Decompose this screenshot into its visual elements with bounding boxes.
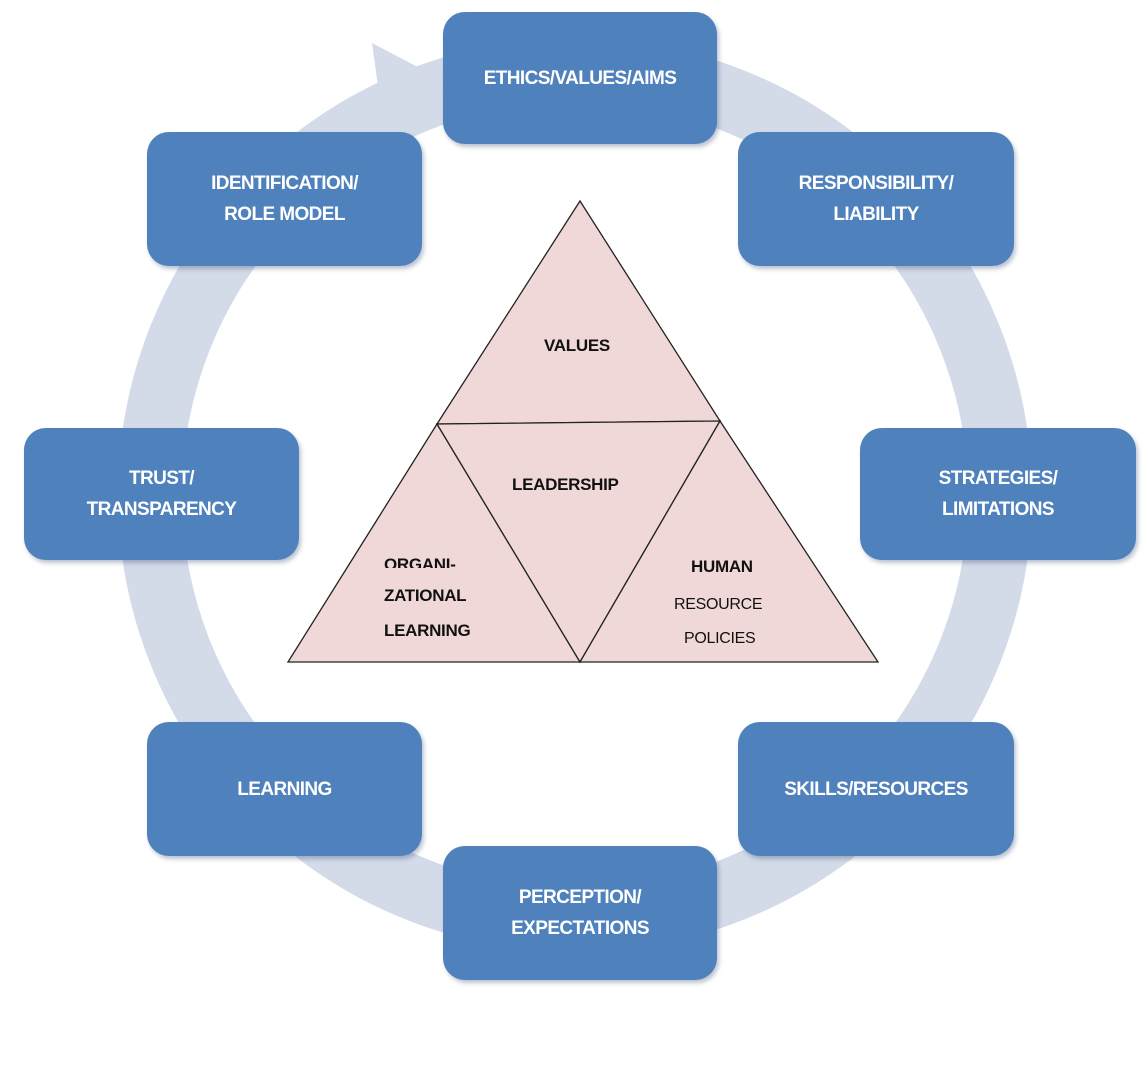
box-responsibility-label-line1: RESPONSIBILITY/ [798,173,954,194]
triangle-leadership-label: LEADERSHIP [512,475,619,494]
triangle-hr-policies-section [578,419,880,663]
box-responsibility-liability: RESPONSIBILITY/ LIABILITY [738,132,1014,266]
box-identification-label-line1: IDENTIFICATION/ [211,173,358,194]
cycle-arrowhead [372,43,452,129]
triangle-org-learning-line1: ORGANI- [384,556,456,568]
box-trust-transparency: TRUST/ TRANSPARENCY [24,428,299,560]
triangle-org-learning-line3: LEARNING [384,621,471,640]
triangle-values-label: VALUES [544,336,610,355]
box-perception-label-line1: PERCEPTION/ [518,887,642,908]
triangle-values-section [435,199,722,425]
box-strategies-limitations: STRATEGIES/ LIMITATIONS [860,428,1136,560]
box-perception-label-line2: EXPECTATIONS [511,918,649,939]
box-learning: LEARNING [147,722,422,856]
triangle-hr-policies-line1: HUMAN [691,557,753,576]
box-learning-label: LEARNING [237,778,332,800]
box-skills-resources: SKILLS/RESOURCES [738,722,1014,856]
triangle-hr-policies-line3: POLICIES [684,631,756,646]
triangle-org-learning-line2: ZATIONAL [384,586,467,605]
box-strategies-label-line2: LIMITATIONS [942,499,1055,520]
box-trust-label-line1: TRUST/ [128,468,195,489]
box-skills-label: SKILLS/RESOURCES [784,778,968,800]
box-responsibility-label-line2: LIABILITY [833,204,919,225]
box-identification-label-line2: ROLE MODEL [224,204,345,225]
box-ethics-values-aims: ETHICS/VALUES/AIMS [443,12,717,144]
box-trust-label-line2: TRANSPARENCY [86,499,237,520]
triangle-hr-policies-line2: RESOURCE [674,596,763,613]
box-strategies-label-line1: STRATEGIES/ [938,468,1058,489]
box-identification-role-model: IDENTIFICATION/ ROLE MODEL [147,132,422,266]
box-ethics-label: ETHICS/VALUES/AIMS [483,67,677,89]
box-perception-expectations: PERCEPTION/ EXPECTATIONS [443,846,717,980]
